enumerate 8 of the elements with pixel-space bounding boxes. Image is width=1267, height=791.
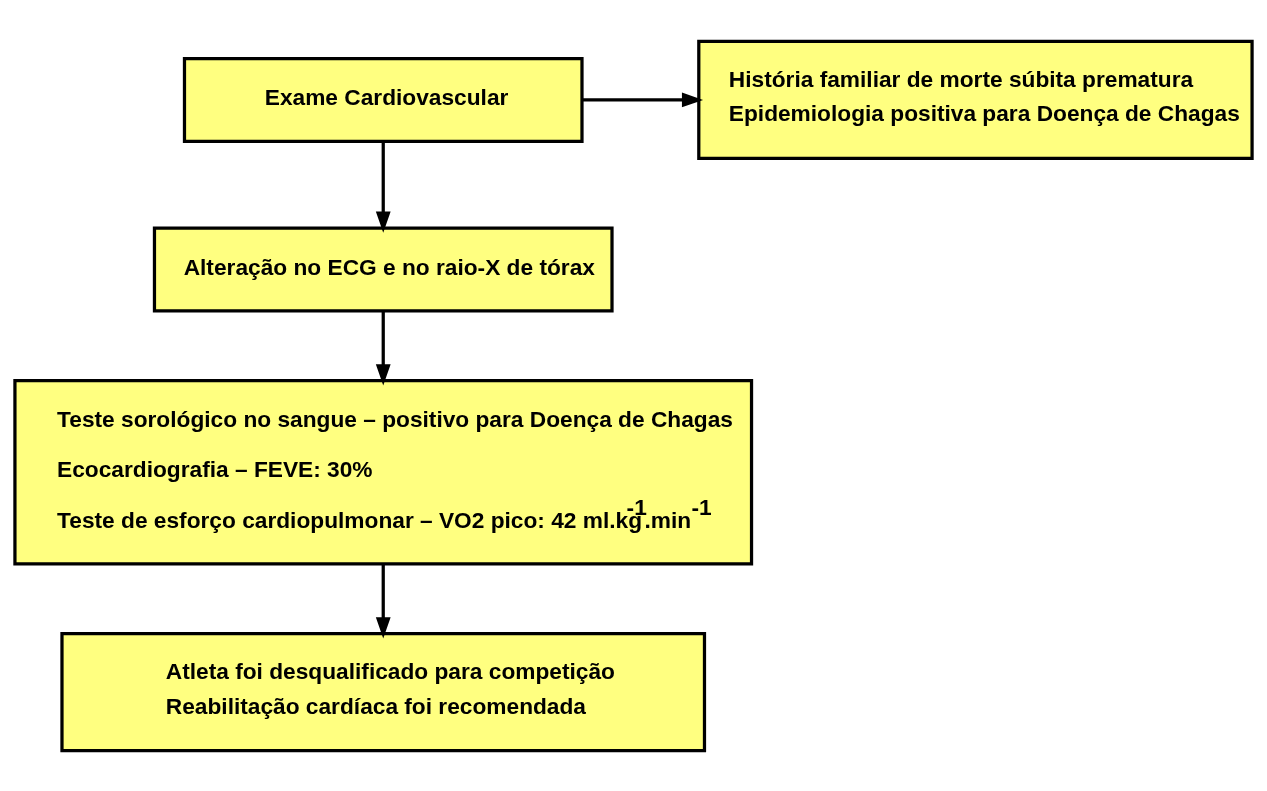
node-box: História familiar de morte súbita prematura Epidemiologia positiva para Doença de Chagas <box>697 39 1254 160</box>
node-box: Exame Cardiovascular <box>182 56 584 143</box>
arrow <box>582 92 704 107</box>
node-box: Alteração no ECG e no raio-X de tórax <box>152 225 614 312</box>
arrow <box>375 564 391 638</box>
arrow <box>375 140 391 233</box>
node-box: Atleta foi desqualificado para competição Reabilitação cardíaca foi recomendada <box>60 631 707 752</box>
arrow <box>375 310 391 385</box>
